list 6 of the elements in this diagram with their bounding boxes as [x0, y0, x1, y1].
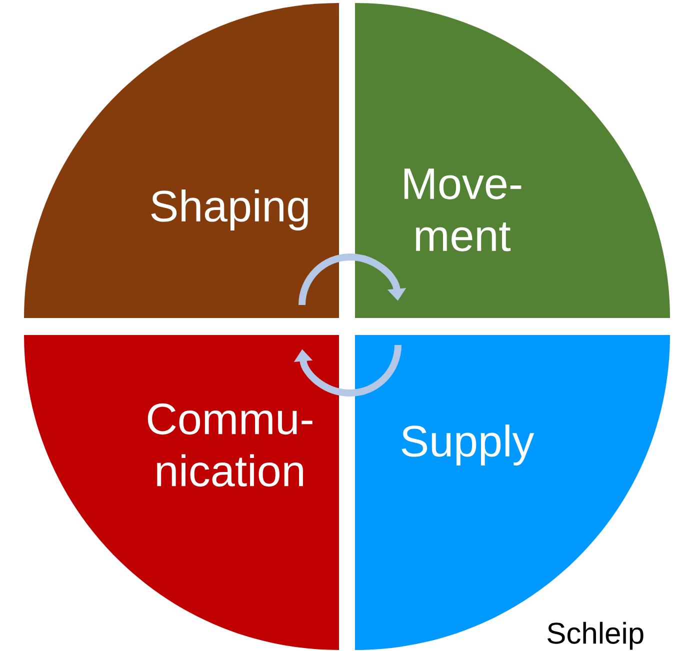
quadrant: Shaping	[24, 3, 339, 318]
quadrant: Move-ment	[355, 3, 670, 318]
source-label: Schleip	[548, 622, 644, 650]
curved-arrow	[298, 254, 406, 306]
curved-arrow	[294, 344, 402, 396]
quadrant: Commu-nication	[24, 335, 339, 650]
